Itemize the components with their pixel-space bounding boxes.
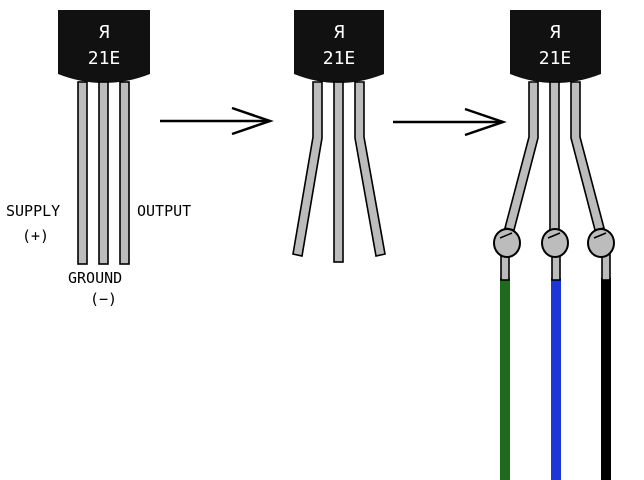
part-code: 21E xyxy=(323,48,356,69)
arrow-right-icon xyxy=(393,107,507,137)
arrow-right-icon xyxy=(160,106,274,136)
wire-ground xyxy=(551,278,561,480)
solder-joint-supply xyxy=(493,228,521,258)
part-code: 21E xyxy=(88,48,121,69)
lead-ground xyxy=(333,81,344,263)
sensor-step-3: Я 21E xyxy=(493,10,615,480)
sensor-step-1: Я 21E xyxy=(58,10,150,265)
sensor-body xyxy=(294,10,384,83)
lead-supply xyxy=(292,81,323,257)
lead-supply xyxy=(504,81,539,231)
lead-ground xyxy=(98,81,109,265)
supply-label: SUPPLY xyxy=(6,202,60,220)
lead-output xyxy=(119,81,130,265)
lead-output xyxy=(570,81,605,231)
supply-sign: (+) xyxy=(22,227,49,245)
ground-sign: (−) xyxy=(90,290,117,308)
ground-label: GROUND xyxy=(68,269,122,287)
sensor-body xyxy=(58,10,150,83)
logo-mark: Я xyxy=(99,22,110,43)
lead-output xyxy=(354,81,386,257)
part-code: 21E xyxy=(539,48,572,69)
solder-joint-ground xyxy=(541,228,569,258)
logo-mark: Я xyxy=(550,22,561,43)
wire-output xyxy=(601,278,611,480)
wire-tip-output xyxy=(601,253,611,281)
sensor-body xyxy=(510,10,601,83)
lead-supply xyxy=(77,81,88,265)
lead-ground xyxy=(549,81,560,233)
wire-supply xyxy=(500,278,510,480)
output-label: OUTPUT xyxy=(137,202,191,220)
logo-mark: Я xyxy=(334,22,345,43)
sensor-step-2: Я 21E xyxy=(292,10,386,263)
solder-joint-output xyxy=(587,228,615,258)
